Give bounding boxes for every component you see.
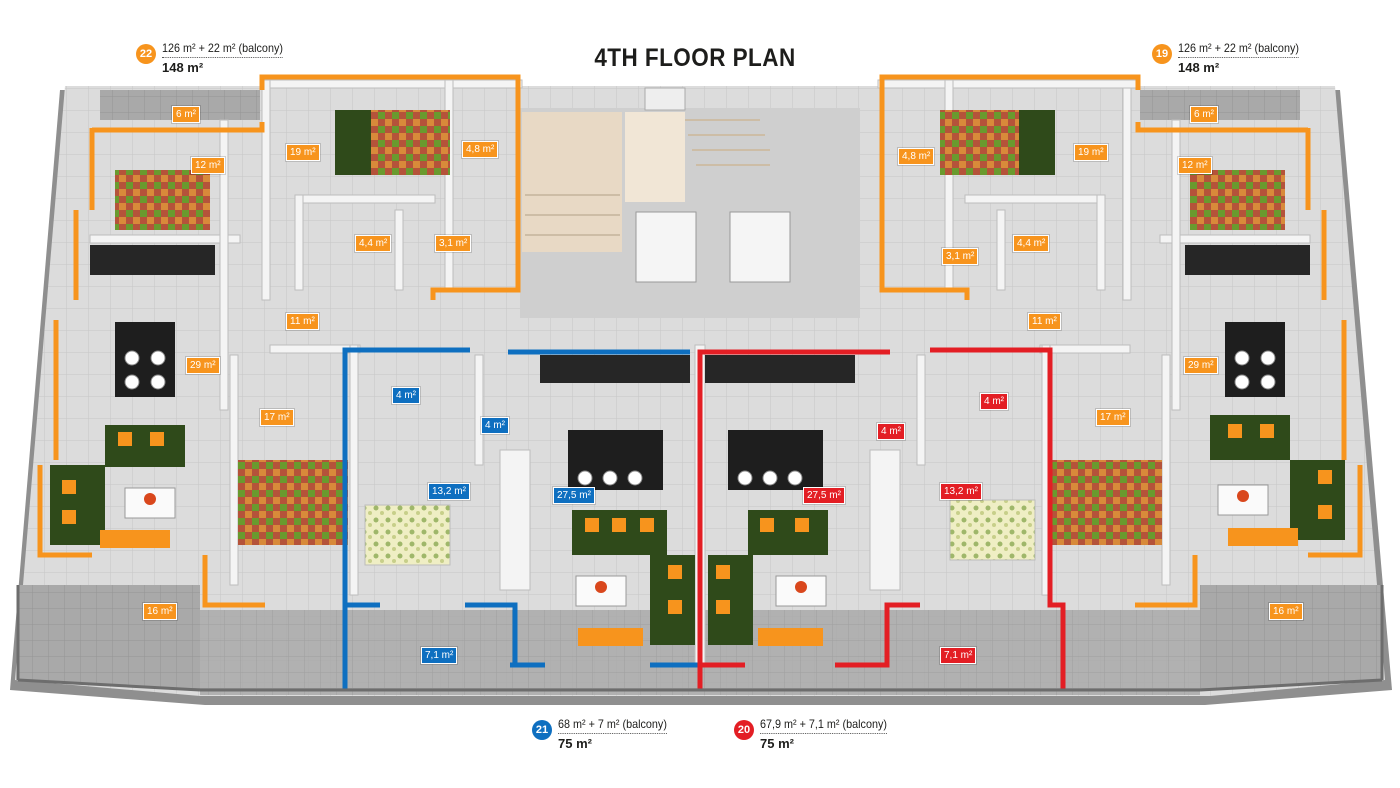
apartment-20-area-detail: 67,9 m² + 7,1 m² (balcony) [760,717,887,734]
kitchen-counters [90,245,1310,383]
room-area-label: 3,1 m² [942,248,979,265]
page-title: 4TH FLOOR PLAN [594,44,796,72]
room-area-label: 27,5 m² [553,487,595,504]
room-area-label: 4 m² [877,423,905,440]
room-area-label: 16 m² [143,603,177,620]
room-area-label: 3,1 m² [435,235,472,252]
apartment-21-area-detail: 68 m² + 7 m² (balcony) [558,717,667,734]
room-area-label: 27,5 m² [803,487,845,504]
room-area-label: 13,2 m² [940,483,982,500]
room-area-label: 6 m² [1190,106,1218,123]
apartment-21-number-badge: 21 [532,720,552,740]
room-area-label: 12 m² [1178,157,1212,174]
apartment-19-number-badge: 19 [1152,44,1172,64]
apartment-22-boundary [37,74,521,608]
room-area-label: 13,2 m² [428,483,470,500]
apartment-22-total-area: 148 m² [162,60,204,75]
apartment-19-area-detail: 126 m² + 22 m² (balcony) [1178,41,1299,58]
room-area-label: 4 m² [481,417,509,434]
apartment-20-total-area: 75 m² [760,736,794,751]
room-area-label: 4,8 m² [898,148,935,165]
stairwell [520,87,860,318]
beds [115,110,1285,566]
apartment-20-boundary [697,347,1066,690]
room-area-label: 29 m² [186,357,220,374]
room-area-label: 19 m² [286,144,320,161]
apartment-22-area-detail: 126 m² + 22 m² (balcony) [162,41,283,58]
apartment-21-boundary [342,347,698,690]
room-area-label: 4,4 m² [1013,235,1050,252]
room-area-label: 29 m² [1184,357,1218,374]
apartment-22-number-badge: 22 [136,44,156,64]
exterior-walls [16,585,1384,692]
room-area-label: 7,1 m² [421,647,458,664]
room-area-label: 4 m² [980,393,1008,410]
room-area-label: 17 m² [1096,409,1130,426]
room-area-label: 7,1 m² [940,647,977,664]
room-area-label: 16 m² [1269,603,1303,620]
room-area-label: 12 m² [191,157,225,174]
room-area-label: 11 m² [286,313,319,330]
apartment-19-total-area: 148 m² [1178,60,1220,75]
apartment-20-number-badge: 20 [734,720,754,740]
coffee-tables [100,484,1298,646]
room-area-label: 17 m² [260,409,294,426]
room-area-label: 11 m² [1028,313,1061,330]
room-area-label: 4,8 m² [462,141,499,158]
room-area-label: 4 m² [392,387,420,404]
room-area-label: 19 m² [1074,144,1108,161]
room-area-label: 4,4 m² [355,235,392,252]
apartment-19-boundary [879,74,1363,608]
room-area-label: 6 m² [172,106,200,123]
dining-tables [115,322,1285,490]
apartment-21-total-area: 75 m² [558,736,592,751]
sofas [50,415,1345,645]
